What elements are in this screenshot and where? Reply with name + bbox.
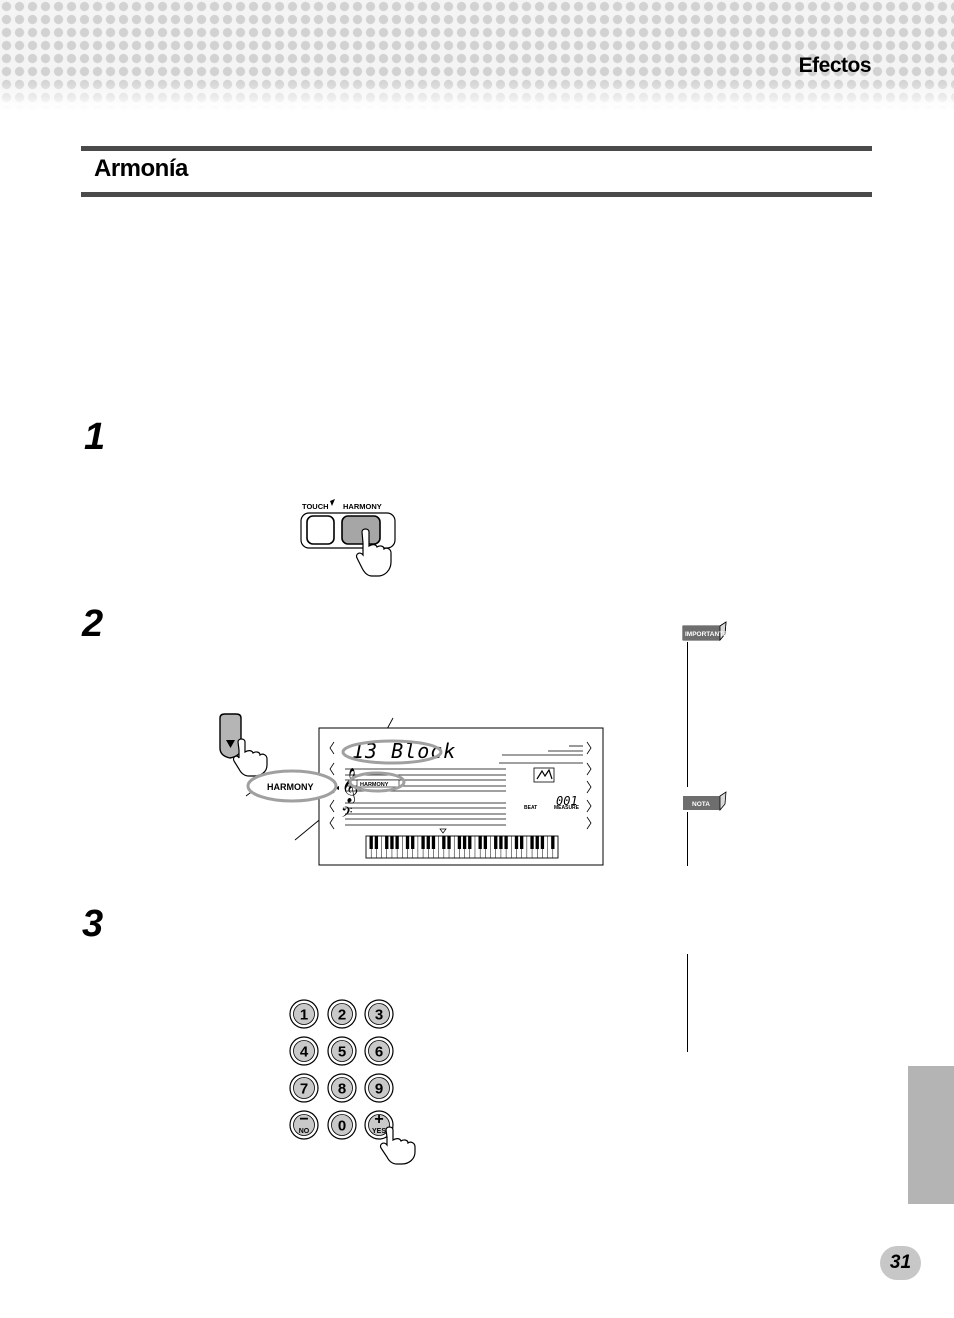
keypad-key-face: [368, 1077, 390, 1099]
touch-button[interactable]: [306, 515, 335, 545]
keypad-key-label: 6: [375, 1044, 383, 1061]
note-rule: [687, 812, 689, 866]
down-arrow-icon: [226, 740, 235, 748]
black-key: [468, 836, 472, 849]
step-number-3: 3: [82, 903, 104, 945]
title-rule-bottom: [81, 192, 872, 197]
side-thumb-tab: [908, 1066, 954, 1204]
page-title: Armonía: [94, 155, 188, 182]
beat-label: BEAT: [524, 805, 537, 811]
black-key: [483, 836, 488, 849]
keypad-key-label: 9: [375, 1081, 383, 1098]
keypad-key-face: [368, 1003, 390, 1025]
no-key-label: NO: [299, 1128, 310, 1135]
important-tag: IMPORTANTE: [682, 621, 728, 642]
black-key: [457, 836, 462, 849]
keypad-key-face: [331, 1114, 353, 1136]
black-key: [442, 836, 446, 849]
bass-clef-icon: 𝄢: [341, 804, 353, 825]
keypad-key-label: 2: [338, 1007, 346, 1024]
black-key: [535, 836, 539, 849]
black-key: [530, 836, 534, 849]
keypad-key-label: 5: [338, 1044, 346, 1061]
keypad-key-label: −: [299, 1111, 308, 1128]
measure-label: MEASURE: [554, 805, 580, 811]
keypad-key-label: 8: [338, 1081, 346, 1098]
harmony-indicator-text: HARMONY: [360, 782, 389, 788]
black-key: [514, 836, 519, 849]
keypad-key-label: 0: [338, 1118, 346, 1135]
black-key: [385, 836, 389, 849]
treble-clef-icon: 𝄞: [341, 768, 359, 804]
harmony-button[interactable]: [341, 515, 381, 545]
important-tag-label: IMPORTANTE: [685, 631, 728, 638]
black-key: [411, 836, 415, 849]
header-fade: [0, 80, 954, 110]
keypad-key-face: [368, 1040, 390, 1062]
harmony-callout-ring: [246, 769, 338, 803]
black-key: [426, 836, 430, 849]
black-key: [504, 836, 508, 849]
keyboard-marker-icon: [439, 828, 447, 834]
keypad-key-label: 7: [300, 1081, 308, 1098]
pressing-hand-icon: [379, 1126, 416, 1165]
numeric-keypad-figure: 1 2 3 4 5 6 7 8 9 −NO 0 +YES: [289, 999, 416, 1165]
panel-buttons-figure: TOUCH HARMONY: [300, 499, 396, 577]
page-number: 31: [880, 1246, 921, 1280]
pressing-hand-icon: [232, 738, 268, 777]
right-arrow-markers: [586, 741, 592, 830]
step-number-1: 1: [84, 416, 106, 458]
measure-value-display: 001: [556, 794, 578, 808]
step-number-2: 2: [82, 603, 104, 645]
black-key: [499, 836, 503, 849]
keypad-key-label: 4: [300, 1044, 309, 1061]
section-label: Efectos: [798, 54, 872, 77]
keypad-key-face: [293, 1077, 315, 1099]
black-key: [374, 836, 379, 849]
keypad-key-face: [293, 1114, 315, 1136]
touch-button-label: TOUCH: [302, 502, 329, 511]
harmony-indicator-box: [356, 779, 400, 788]
title-rule-top: [81, 146, 872, 151]
down-button[interactable]: [219, 713, 242, 759]
down-button-figure: [219, 713, 268, 777]
important-note-rule: [687, 642, 689, 787]
keypad-key-label: +: [374, 1111, 383, 1128]
keypad-key-label: 1: [300, 1007, 308, 1024]
harmony-callout-label: HARMONY: [267, 782, 314, 792]
keypad-key-face: [368, 1114, 390, 1136]
black-key: [494, 836, 498, 849]
pressing-hand-icon: [355, 528, 392, 577]
note-tag: NOTA: [683, 791, 727, 812]
indicator-highlight-ring: [348, 771, 406, 793]
keyboard-graphic: [365, 835, 559, 859]
black-key: [447, 836, 451, 849]
note-tag-label: NOTA: [692, 801, 710, 808]
keypad-key-label: 3: [375, 1007, 383, 1024]
black-key: [405, 836, 410, 849]
black-key: [478, 836, 482, 849]
voice-highlight-ring: [341, 739, 443, 765]
keypad-key-face: [331, 1077, 353, 1099]
black-key: [390, 836, 394, 849]
keypad-key-face: [331, 1003, 353, 1025]
lcd-display-figure: 13 Block 𝄞 𝄢 HARMONY HARMONY BEAT 001 ME…: [245, 717, 604, 866]
black-key: [540, 836, 545, 849]
black-key: [395, 836, 399, 849]
keypad-key-face: [293, 1003, 315, 1025]
harmony-button-label: HARMONY: [343, 502, 382, 511]
black-key: [520, 836, 524, 849]
black-key: [431, 836, 436, 849]
yes-key-label: YES: [372, 1128, 386, 1135]
display-upper-lines: [499, 745, 583, 764]
black-key: [551, 836, 555, 849]
touch-pen-icon: [330, 499, 335, 506]
black-key: [369, 836, 373, 849]
keypad-key-face: [293, 1040, 315, 1062]
black-key: [421, 836, 425, 849]
step3-note-rule: [687, 954, 689, 1052]
keypad-key-face: [331, 1040, 353, 1062]
black-key: [462, 836, 467, 849]
